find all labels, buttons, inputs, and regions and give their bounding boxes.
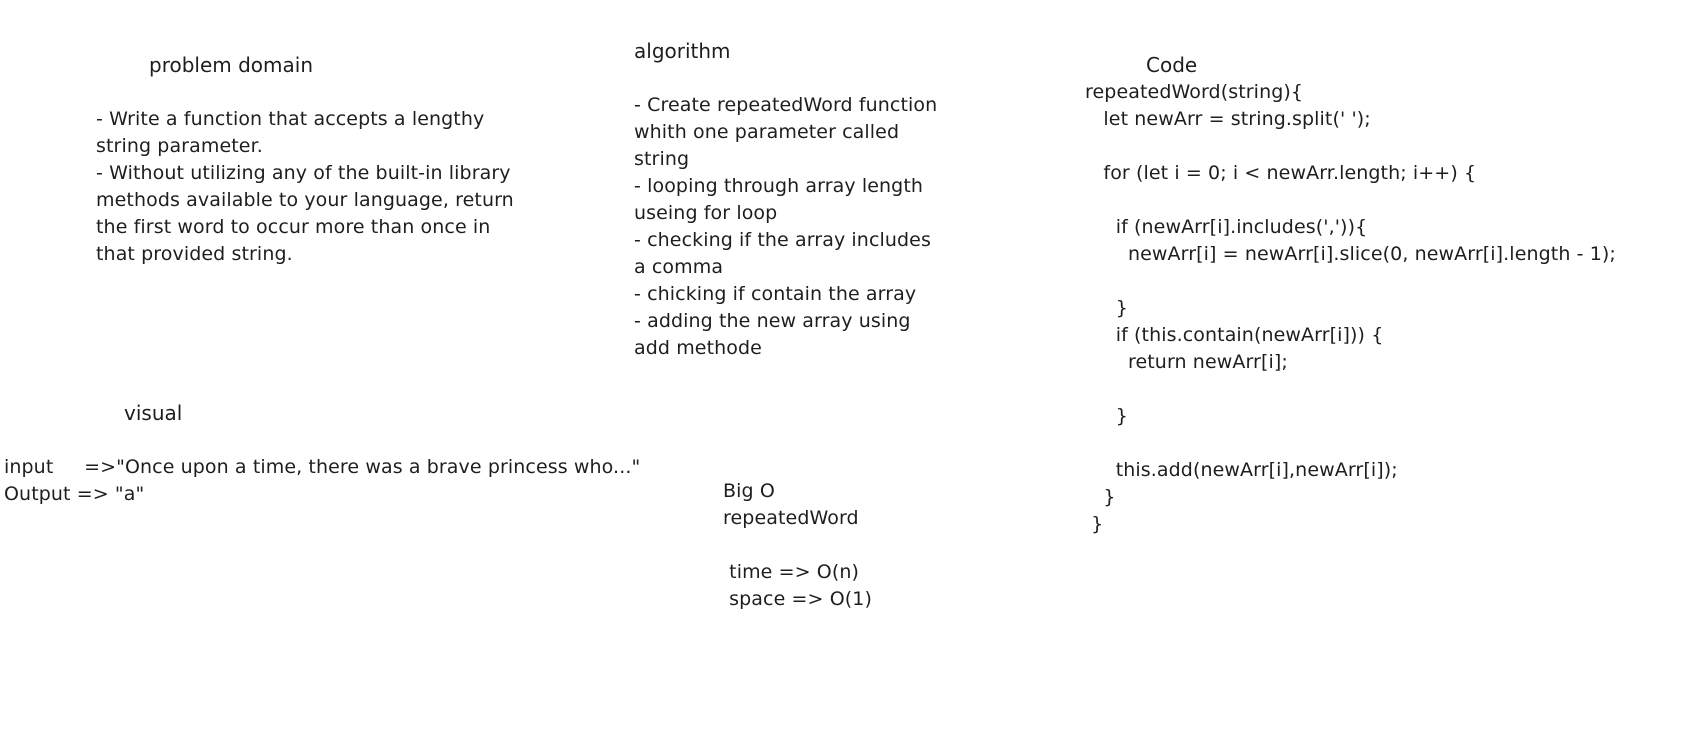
visual-title: visual xyxy=(124,401,183,425)
algorithm-text: - Create repeatedWord function whith one… xyxy=(634,94,938,359)
algorithm-title: algorithm xyxy=(634,39,731,63)
problem-domain-text: - Write a function that accepts a length… xyxy=(96,108,514,265)
big-o-text: Big O repeatedWord time => O(n) space =>… xyxy=(723,480,872,610)
code-text: repeatedWord(string){ let newArr = strin… xyxy=(1085,81,1616,535)
visual-text: input =>"Once upon a time, there was a b… xyxy=(4,456,641,505)
problem-domain-title: problem domain xyxy=(149,53,314,77)
code-title: Code xyxy=(1146,53,1198,77)
